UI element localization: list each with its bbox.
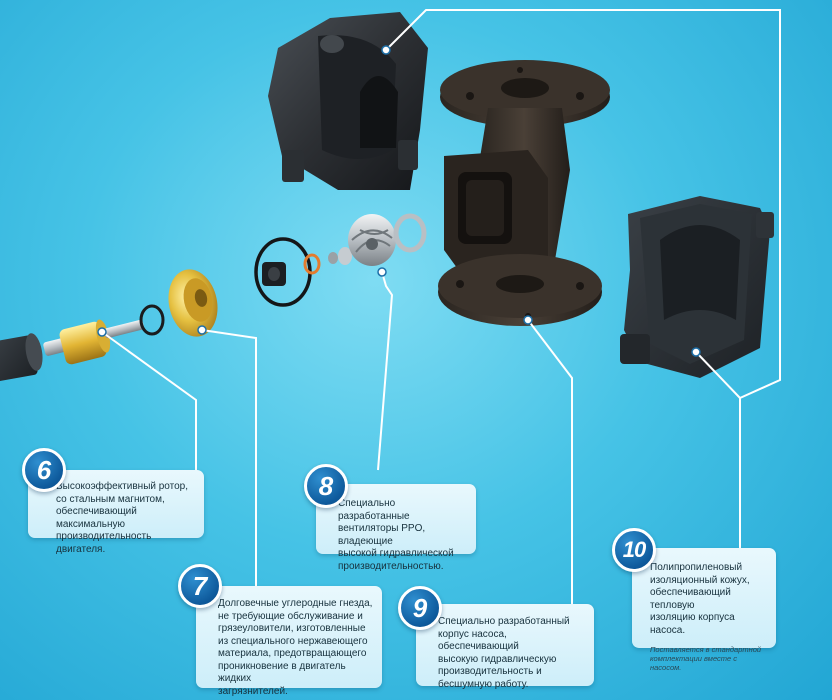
badge-6: 6 [22, 448, 66, 492]
callout-9-pump-body: Специально разработанный корпус насоса, … [416, 604, 594, 690]
badge-8: 8 [304, 464, 348, 508]
wear-ring [393, 213, 427, 253]
callout-6-text: Высокоэффективный ротор, со стальным маг… [56, 481, 189, 555]
callout-7-carbon-seats: Долговечные углеродные гнезда, не требую… [196, 586, 382, 697]
badge-10: 10 [612, 528, 656, 572]
callout-9-text: Специально разработанный корпус насоса, … [438, 616, 570, 690]
callout-10-text: Полипропиленовый изоляционный кожух, обе… [650, 562, 750, 636]
impeller-part [348, 214, 396, 266]
rotor-part [43, 319, 144, 365]
seal-group [254, 237, 352, 307]
callout-10-insulation-jacket: Полипропиленовый изоляционный кожух, обе… [632, 548, 776, 672]
carbon-seat-part [168, 269, 218, 337]
badge-9: 9 [398, 586, 442, 630]
badge-7: 7 [178, 564, 222, 608]
motor-housing-stub [0, 333, 43, 382]
insulation-shell-upper [268, 12, 428, 190]
callout-7-text: Долговечные углеродные гнезда, не требую… [218, 598, 373, 697]
o-ring-black [139, 304, 165, 336]
leader-dots [97, 45, 701, 357]
pump-body-part [438, 60, 610, 326]
callout-10-note: Поставляется в стандартной комплектации … [650, 645, 762, 672]
leader-lines [101, 9, 781, 604]
insulation-jacket-part [620, 196, 774, 378]
callout-8-text: Специально разработанные вентиляторы PPO… [338, 498, 454, 572]
